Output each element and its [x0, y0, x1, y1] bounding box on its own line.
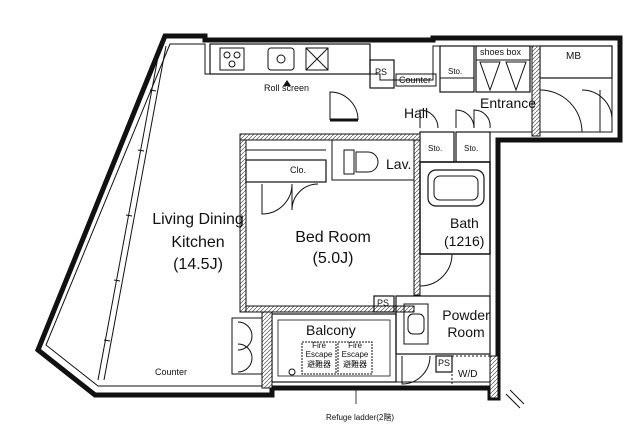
ldk-name-line2: Kitchen: [171, 234, 225, 251]
escape-1-line3: 避難器: [307, 360, 331, 369]
roll-screen-label: Roll screen: [264, 83, 310, 93]
exterior-wall: [34, 33, 623, 401]
balcony-wall: [261, 311, 273, 389]
wall-bedroom-bottom: [245, 305, 415, 313]
wall-bedroom-top: [239, 133, 421, 141]
drain: [288, 368, 296, 376]
powder-name-line1: Powder: [442, 307, 490, 323]
sink: [267, 47, 295, 71]
closet: [245, 159, 327, 183]
escape-1-line1: Fire: [312, 341, 326, 350]
ldk-name-line1: Living Dining: [152, 211, 244, 228]
wd-label: W/D: [458, 369, 478, 380]
clo-label: Clo.: [290, 165, 307, 175]
escape-2-line1: Fire: [348, 341, 362, 350]
wall-bedroom-bath: [413, 139, 421, 296]
ps-kitchen-label: PS: [375, 67, 388, 77]
mb-label: MB: [566, 51, 581, 62]
counter-hall: [395, 73, 437, 87]
ps-wd-label: PS: [438, 358, 451, 368]
refuge-ladder-label: Refuge ladder(2階): [326, 413, 395, 422]
powder-room: [395, 295, 491, 355]
hall-door: [329, 91, 359, 121]
vanity-sink: [403, 303, 429, 345]
fridge-space: [305, 47, 329, 71]
escape-2-line2: Escape: [341, 350, 369, 359]
bath-size: (1216): [444, 233, 485, 249]
sto-1-label: Sto.: [448, 67, 463, 76]
bath-room: [419, 161, 491, 255]
ps-kitchen-box: [369, 59, 395, 89]
counter-top-label: Counter: [399, 75, 432, 85]
powder-name-line2: Room: [447, 324, 485, 340]
sto-3-label: Sto.: [464, 144, 479, 153]
fire-escape-2: [337, 341, 373, 375]
ldk-window: [97, 45, 161, 381]
fire-escape-1: [301, 341, 337, 375]
bedroom-door: [261, 183, 293, 215]
bath-name: Bath: [450, 215, 479, 231]
sto-2-label: Sto.: [428, 144, 443, 153]
hall-name: Hall: [404, 105, 429, 121]
toilet: [355, 151, 379, 173]
counter-bottom-label: Counter: [155, 367, 188, 377]
escape-2-line3: 避難器: [343, 360, 367, 369]
stove: [219, 47, 245, 71]
entrance-door: [539, 89, 583, 133]
ps-powder-label: PS: [377, 298, 390, 308]
ldk-size: (14.5J): [173, 256, 223, 273]
bathtub: [427, 169, 485, 207]
shoes-box: [475, 45, 531, 93]
shoes-box-label: shoes box: [480, 47, 522, 57]
lav-name: Lav.: [386, 156, 412, 172]
bedroom-name: Bed Room: [295, 229, 371, 246]
storage-1: [439, 45, 475, 93]
ps-powder-box: [373, 295, 395, 313]
bedroom-size: (5.0J): [312, 250, 354, 267]
ps-wd-box: [435, 355, 453, 373]
escape-1-line2: Escape: [305, 350, 333, 359]
entrance-wall: [531, 45, 541, 137]
balcony-name: Balcony: [306, 322, 356, 338]
entrance-name: Entrance: [480, 95, 537, 111]
